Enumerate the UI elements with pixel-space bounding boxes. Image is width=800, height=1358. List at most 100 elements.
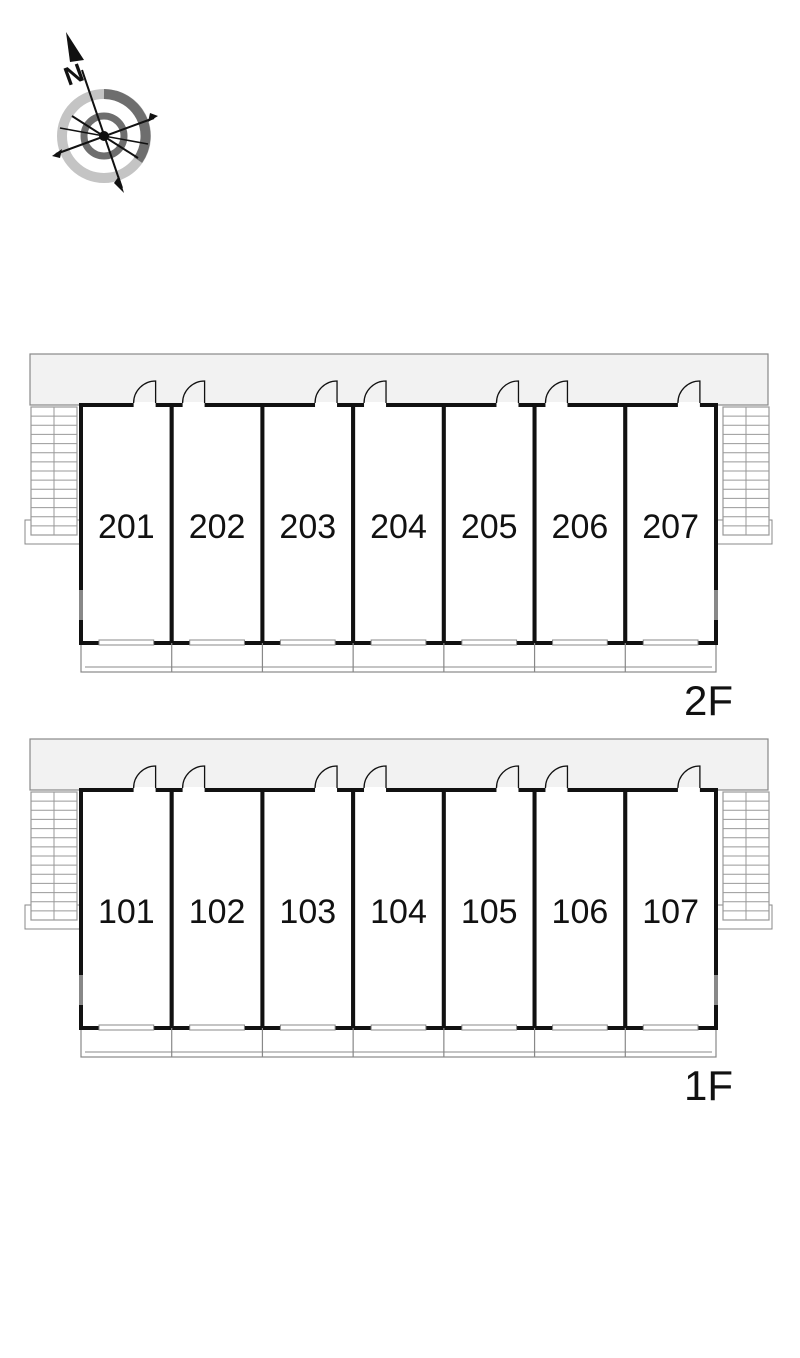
window (98, 639, 155, 646)
window (279, 1024, 336, 1031)
unit-number: 204 (370, 508, 427, 546)
window (98, 1024, 155, 1031)
unit-201: 201 (79, 380, 174, 646)
corridor (29, 738, 769, 791)
door-swing (314, 380, 338, 404)
unit-206: 206 (532, 380, 628, 672)
window (189, 639, 245, 646)
unit-101: 101 (79, 765, 174, 1031)
window (461, 639, 518, 646)
door-swing (314, 765, 338, 789)
unit-number: 105 (461, 893, 518, 931)
unit-number: 205 (461, 508, 518, 546)
door-opening (182, 787, 205, 793)
unit-wall (79, 403, 174, 645)
unit-number: 103 (279, 893, 336, 931)
door-opening (545, 402, 568, 408)
unit-205: 205 (441, 380, 537, 672)
door-swing (181, 765, 206, 789)
unit-number: 101 (98, 893, 155, 931)
door-swing (677, 765, 701, 789)
unit-number: 102 (189, 893, 246, 931)
unit-wall (79, 788, 174, 1030)
window (552, 639, 608, 646)
window (461, 1024, 518, 1031)
compass-axis (71, 115, 139, 159)
unit-number: 206 (552, 508, 609, 546)
unit-number: 107 (642, 893, 699, 931)
door-opening (364, 402, 387, 408)
floor-label: 1F (684, 1062, 733, 1109)
door-opening (133, 402, 156, 408)
stairs-left (30, 791, 78, 921)
door-swing (544, 765, 569, 789)
unit-number: 203 (279, 508, 336, 546)
unit-103: 103 (260, 765, 356, 1057)
stairs-left (30, 406, 78, 536)
window (642, 639, 699, 646)
compass-arrowhead (148, 113, 158, 122)
unit-104: 104 (351, 765, 446, 1057)
door-opening (677, 402, 700, 408)
window (279, 639, 336, 646)
compass-north-label: N (60, 57, 88, 92)
compass-needle (81, 69, 123, 189)
compass-arrowhead (52, 149, 62, 158)
door-opening (315, 787, 338, 793)
stairs-right (722, 406, 770, 536)
door-swing (544, 380, 569, 404)
compass-axis (59, 127, 149, 145)
door-swing (495, 380, 520, 404)
unit-number: 202 (189, 508, 246, 546)
window (189, 1024, 245, 1031)
compass-inner-ring (80, 112, 128, 160)
unit-102: 102 (169, 765, 265, 1057)
balcony (80, 642, 717, 673)
compass-outer-ring-dark (103, 89, 151, 163)
floor-label: 2F (684, 677, 733, 724)
door-swing (495, 765, 520, 789)
floor-plan-2f: 201 202 203 204 205 206 207 2F (24, 353, 773, 724)
corridor (29, 353, 769, 406)
unit-wall (260, 403, 356, 645)
unit-number: 201 (98, 508, 155, 546)
unit-wall (441, 403, 537, 645)
door-opening (182, 402, 205, 408)
door-opening (364, 787, 387, 793)
door-opening (496, 787, 519, 793)
unit-number: 106 (552, 893, 609, 931)
unit-107: 107 (623, 765, 718, 1057)
unit-202: 202 (169, 380, 265, 672)
unit-203: 203 (260, 380, 356, 672)
unit-105: 105 (441, 765, 537, 1057)
unit-106: 106 (532, 765, 628, 1057)
window (370, 1024, 427, 1031)
door-opening (496, 402, 519, 408)
door-opening (677, 787, 700, 793)
window (370, 639, 427, 646)
unit-204: 204 (351, 380, 446, 672)
window (552, 1024, 608, 1031)
unit-number: 207 (642, 508, 699, 546)
door-swing (132, 380, 157, 404)
window (642, 1024, 699, 1031)
door-opening (545, 787, 568, 793)
unit-number: 104 (370, 893, 427, 931)
balcony (80, 1027, 717, 1058)
unit-wall (532, 788, 628, 1030)
compass-north-arrow (66, 32, 84, 62)
unit-wall (169, 403, 265, 645)
door-swing (363, 380, 387, 404)
floor-plan-1f: 101 102 103 104 105 106 107 1F (24, 738, 773, 1109)
door-swing (677, 380, 701, 404)
door-swing (132, 765, 157, 789)
door-swing (181, 380, 206, 404)
door-swing (363, 765, 387, 789)
stairs-right (722, 791, 770, 921)
door-opening (133, 787, 156, 793)
door-opening (315, 402, 338, 408)
compass-south-arrow (114, 176, 124, 193)
compass-rose-icon: N (52, 32, 158, 193)
unit-207: 207 (623, 380, 718, 672)
